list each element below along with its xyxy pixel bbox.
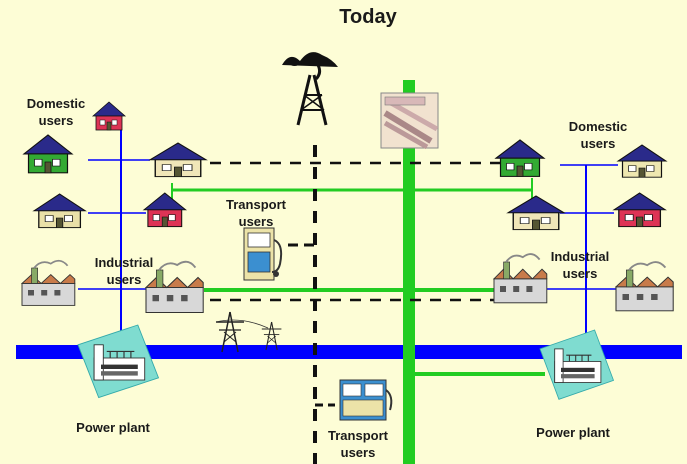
power-plant-label-left: Power plant xyxy=(76,420,150,435)
industrial-users-label-left: Industrial users xyxy=(94,255,154,287)
fuel-pump-icon xyxy=(243,227,283,281)
house-icon xyxy=(613,192,666,228)
house-icon xyxy=(143,192,187,228)
diagram-title: Today xyxy=(339,6,397,28)
domestic-users-label-right: Domestic users xyxy=(568,119,628,151)
industrial-users-label-right: Industrial users xyxy=(550,249,610,281)
house-icon xyxy=(33,193,86,229)
factory-icon xyxy=(615,261,675,312)
transport-users-label-middle: Transport users xyxy=(226,197,286,229)
power-plant-label-right: Power plant xyxy=(536,425,610,440)
factory-icon xyxy=(21,259,76,307)
oil-network xyxy=(210,145,500,464)
fuel-pump-icon xyxy=(339,379,393,421)
house-icon xyxy=(507,195,565,231)
power-plant-icon xyxy=(77,324,160,399)
house-icon xyxy=(149,142,207,178)
gas-main-pipeline xyxy=(403,80,415,464)
electricity-network xyxy=(16,120,682,359)
oil-derrick-icon xyxy=(282,52,338,126)
house-icon xyxy=(23,134,73,174)
house-icon xyxy=(495,139,545,177)
gas-network xyxy=(171,80,545,464)
electricity-main-line xyxy=(16,345,682,359)
power-plant-icon xyxy=(539,329,615,400)
domestic-users-label-left: Domestic users xyxy=(26,96,86,128)
transport-users-label-bottom: Transport users xyxy=(328,428,388,460)
gas-pipeline-icon xyxy=(380,92,439,150)
